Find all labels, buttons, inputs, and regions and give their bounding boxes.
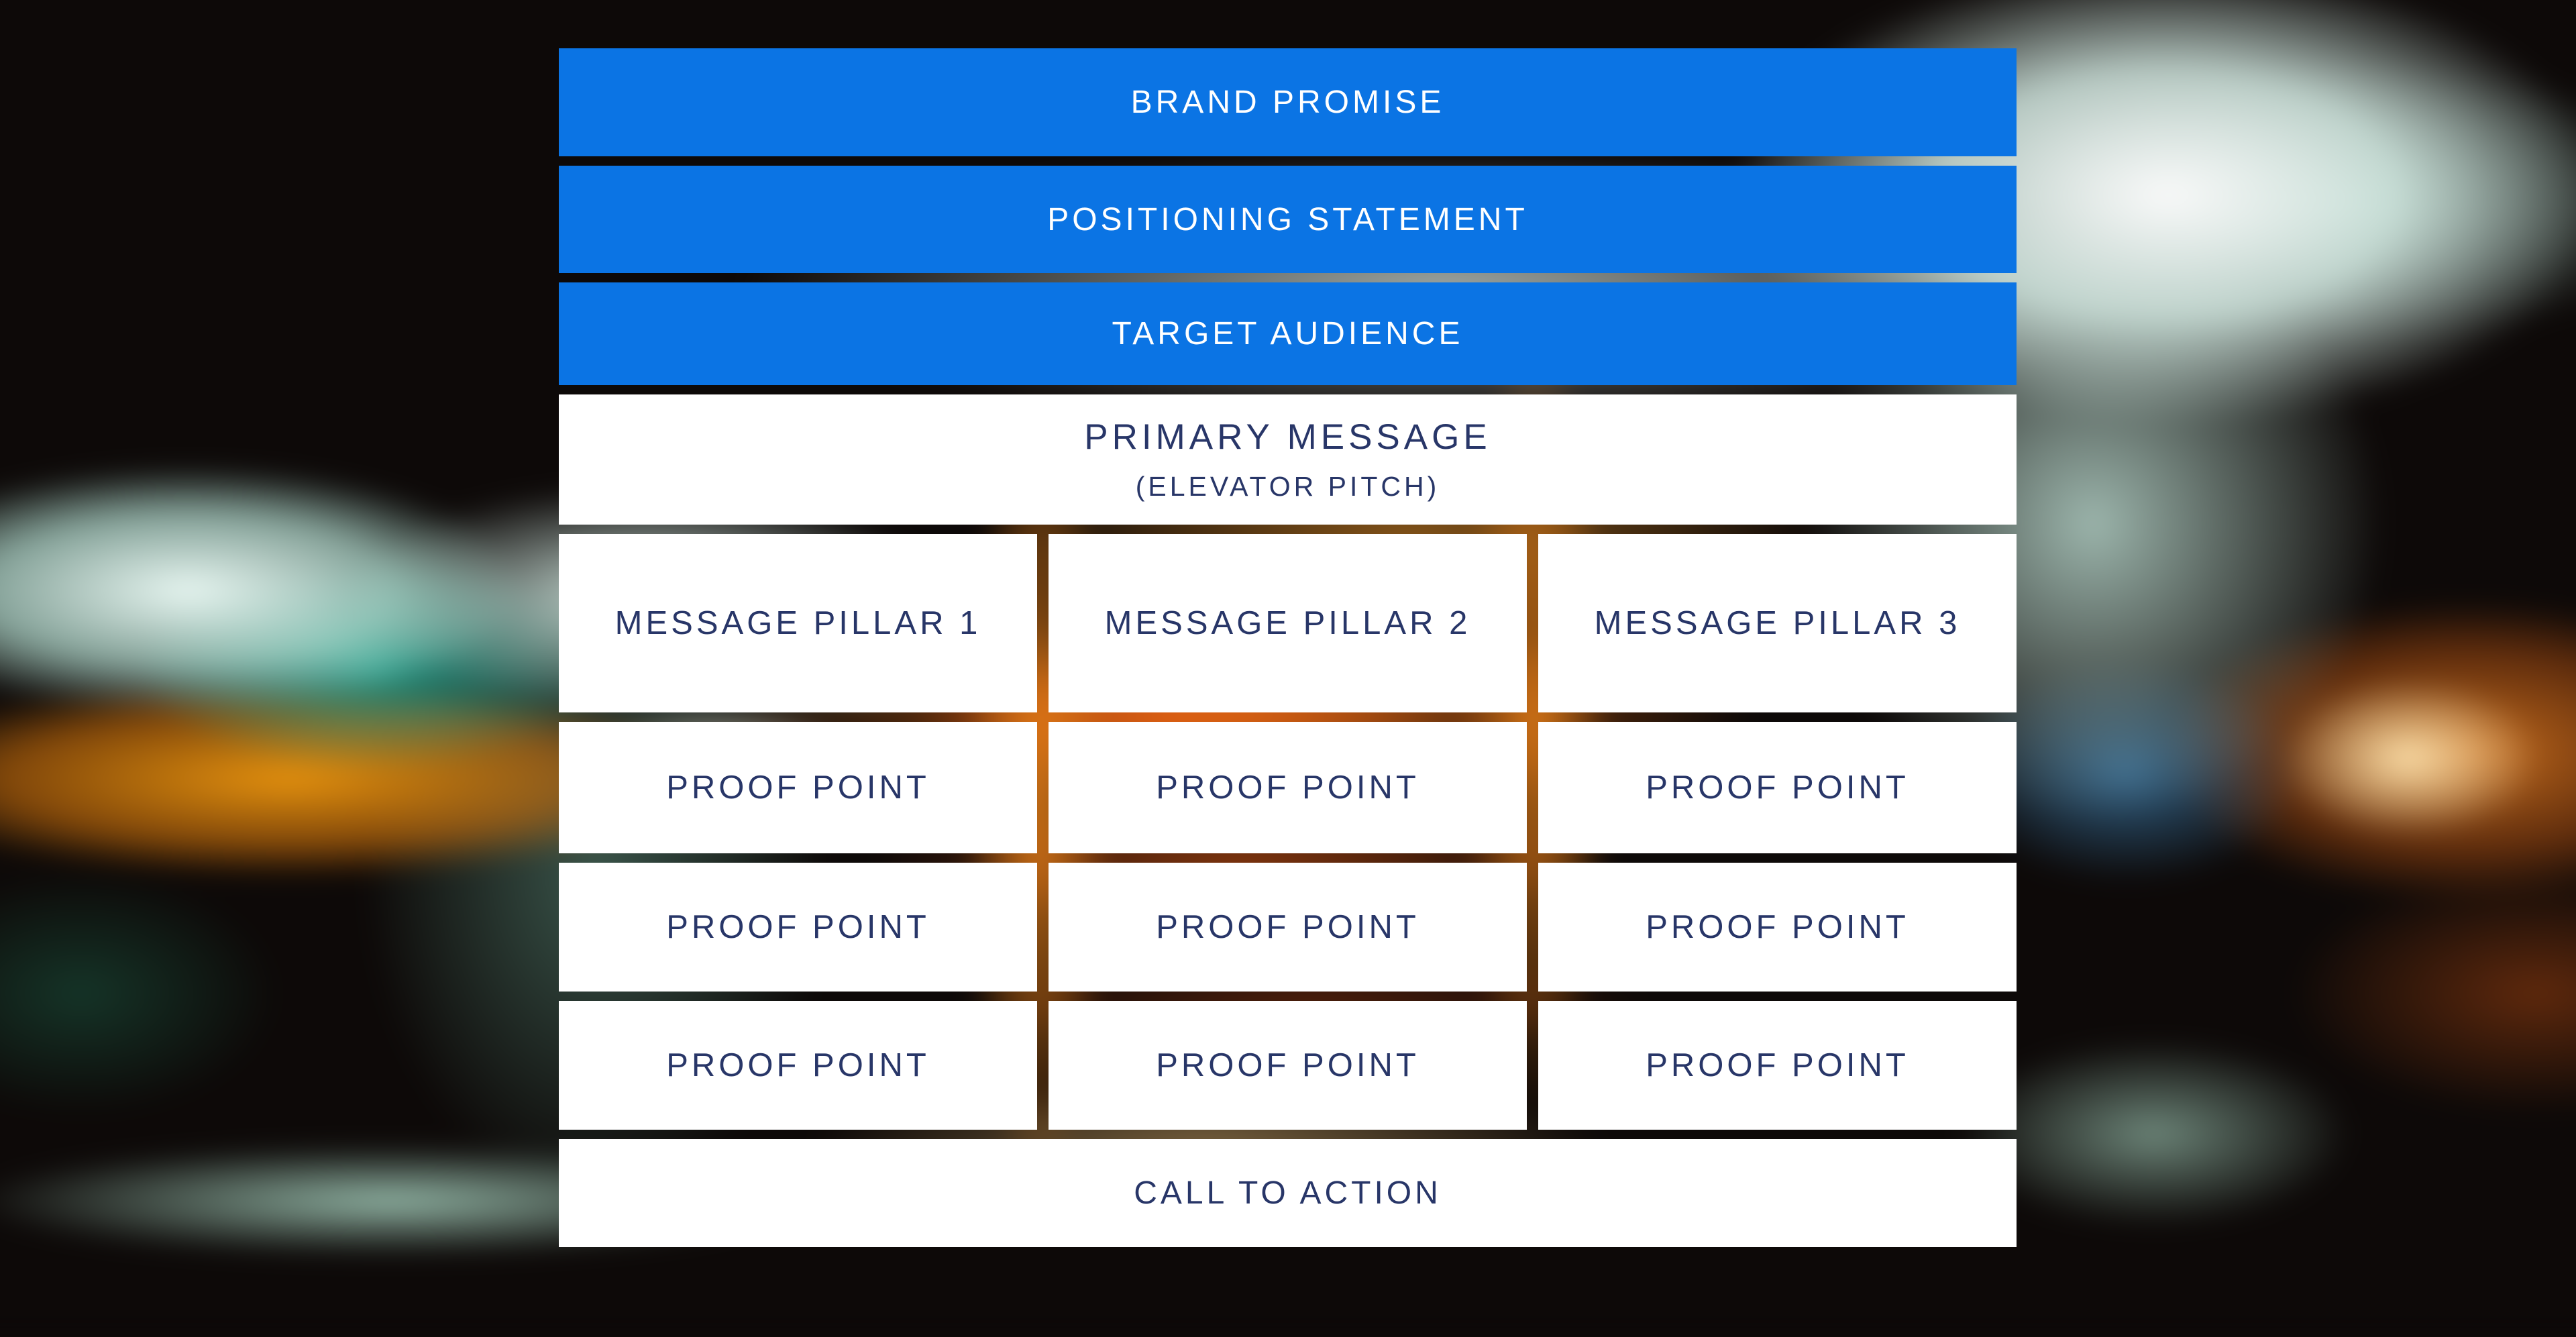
- proof-point-cell: PROOF POINT: [1538, 863, 2017, 992]
- elevator-pitch-subtitle: (ELEVATOR PITCH): [1135, 471, 1440, 502]
- primary-message-cell: PRIMARY MESSAGE (ELEVATOR PITCH): [559, 394, 2017, 525]
- proof-point-cell: PROOF POINT: [559, 1001, 1037, 1130]
- proof-point-cell: PROOF POINT: [1538, 1001, 2017, 1130]
- call-to-action-label: CALL TO ACTION: [1134, 1175, 1442, 1211]
- brand-promise-label: BRAND PROMISE: [1130, 85, 1445, 120]
- message-pillar-1-cell: MESSAGE PILLAR 1: [559, 534, 1037, 712]
- primary-message-title: PRIMARY MESSAGE: [1084, 417, 1491, 457]
- proof-point-cell: PROOF POINT: [559, 722, 1037, 853]
- proof-point-label: PROOF POINT: [1646, 909, 1909, 945]
- proof-point-label: PROOF POINT: [1646, 769, 1909, 806]
- target-audience-bar: TARGET AUDIENCE: [559, 282, 2017, 385]
- proof-point-cell: PROOF POINT: [1049, 863, 1527, 992]
- message-pillar-3-label: MESSAGE PILLAR 3: [1594, 605, 1961, 641]
- message-pillar-3-cell: MESSAGE PILLAR 3: [1538, 534, 2017, 712]
- brand-promise-bar: BRAND PROMISE: [559, 48, 2017, 156]
- proof-point-label: PROOF POINT: [666, 1047, 930, 1083]
- proof-point-row-2: PROOF POINT PROOF POINT PROOF POINT: [559, 863, 2017, 992]
- proof-point-label: PROOF POINT: [1646, 1047, 1909, 1083]
- message-pillar-2-cell: MESSAGE PILLAR 2: [1049, 534, 1527, 712]
- proof-point-label: PROOF POINT: [666, 769, 930, 806]
- proof-point-cell: PROOF POINT: [1538, 722, 2017, 853]
- brand-messaging-framework-panel: BRAND PROMISE POSITIONING STATEMENT TARG…: [559, 48, 2017, 1247]
- proof-point-cell: PROOF POINT: [1049, 722, 1527, 853]
- proof-point-label: PROOF POINT: [666, 909, 930, 945]
- proof-point-row-1: PROOF POINT PROOF POINT PROOF POINT: [559, 722, 2017, 853]
- proof-point-label: PROOF POINT: [1156, 909, 1419, 945]
- proof-point-label: PROOF POINT: [1156, 769, 1419, 806]
- message-pillar-2-label: MESSAGE PILLAR 2: [1104, 605, 1471, 641]
- proof-point-cell: PROOF POINT: [1049, 1001, 1527, 1130]
- positioning-statement-label: POSITIONING STATEMENT: [1047, 201, 1528, 237]
- positioning-statement-bar: POSITIONING STATEMENT: [559, 166, 2017, 273]
- proof-point-row-3: PROOF POINT PROOF POINT PROOF POINT: [559, 1001, 2017, 1130]
- target-audience-label: TARGET AUDIENCE: [1112, 316, 1464, 352]
- proof-point-cell: PROOF POINT: [559, 863, 1037, 992]
- message-pillars-row: MESSAGE PILLAR 1 MESSAGE PILLAR 2 MESSAG…: [559, 534, 2017, 712]
- proof-point-label: PROOF POINT: [1156, 1047, 1419, 1083]
- call-to-action-bar: CALL TO ACTION: [559, 1139, 2017, 1247]
- message-pillar-1-label: MESSAGE PILLAR 1: [614, 605, 981, 641]
